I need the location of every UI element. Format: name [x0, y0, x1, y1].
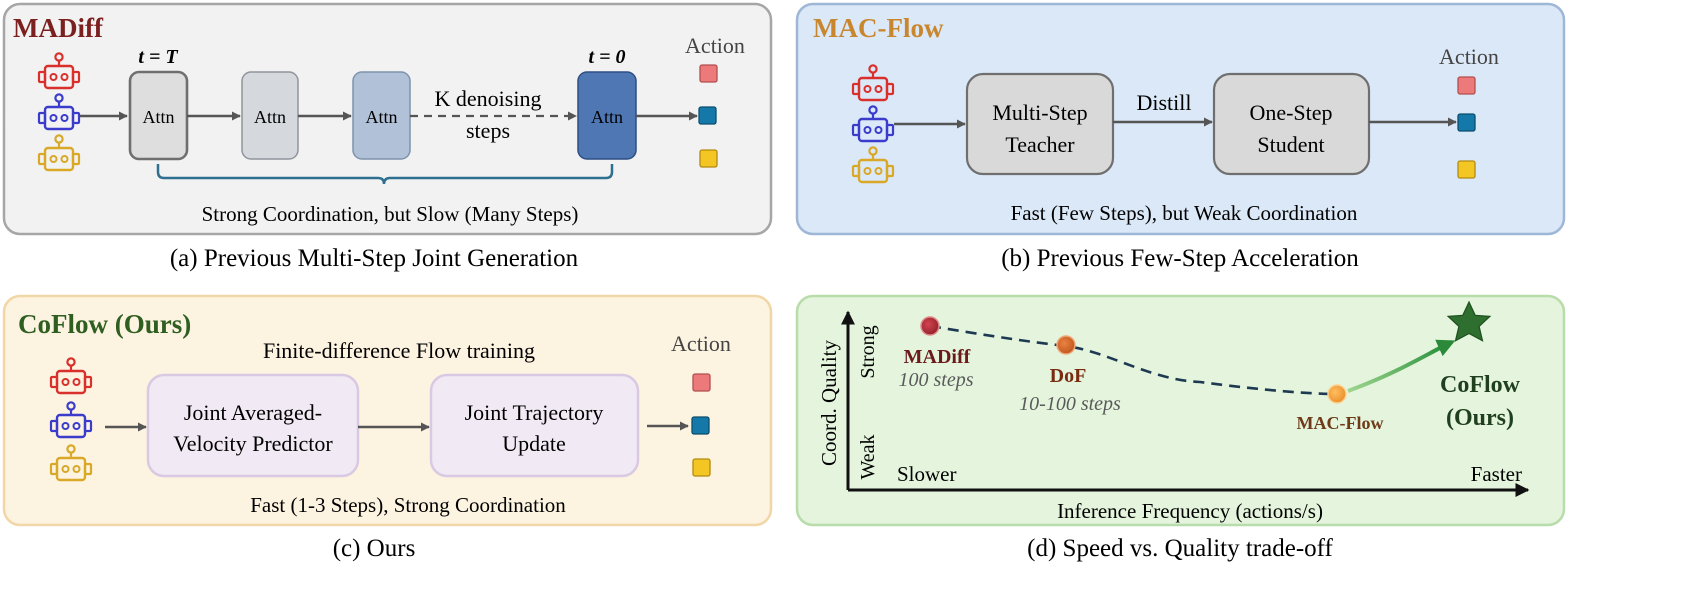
distill-label: Distill — [1136, 90, 1191, 115]
caption-b: (b) Previous Few-Step Acceleration — [1001, 245, 1359, 272]
update-label-line2: Update — [502, 431, 566, 456]
action-square-icon — [699, 64, 718, 83]
coflow-point-label-line1: CoFlow — [1440, 372, 1521, 398]
action-square-icon — [699, 149, 718, 168]
attn-label-final: Attn — [591, 107, 623, 127]
t-end-label: t = 0 — [589, 46, 626, 68]
tradeoff-curve — [929, 324, 1338, 396]
action-label-b: Action — [1439, 44, 1499, 69]
action-square-icon — [698, 106, 717, 125]
coordination-brace — [156, 164, 614, 185]
action-label-a: Action — [685, 33, 745, 58]
action-label-c: Action — [671, 331, 731, 356]
x-faster-label: Faster — [1471, 462, 1522, 486]
macflow-point-label: MAC-Flow — [1297, 413, 1384, 433]
predictor-label-line2: Velocity Predictor — [173, 431, 333, 456]
y-axis-label: Coord. Quality — [817, 340, 841, 466]
action-square-icon — [692, 373, 711, 392]
teacher-box — [965, 72, 1115, 176]
action-square-icon — [691, 416, 710, 435]
madiff-steps-label: 100 steps — [899, 369, 974, 391]
predictor-box — [146, 373, 360, 478]
caption-a: (a) Previous Multi-Step Joint Generation — [170, 245, 579, 272]
panel-b-summary: Fast (Few Steps), but Weak Coordination — [1011, 201, 1358, 225]
update-box — [429, 373, 640, 478]
panel-d: Coord. Quality Strong Weak Slower Faster… — [795, 294, 1566, 527]
predictor-label-line1: Joint Averaged- — [184, 400, 322, 425]
star-icon — [1446, 300, 1492, 342]
attn-label-1: Attn — [142, 107, 174, 127]
caption-d: (d) Speed vs. Quality trade-off — [1027, 535, 1333, 562]
dof-steps-label: 10-100 steps — [1019, 393, 1121, 415]
student-label-line1: One-Step — [1249, 100, 1332, 125]
coflow-point-label-line2: (Ours) — [1446, 405, 1514, 431]
y-strong-label: Strong — [857, 325, 879, 378]
panel-b-title: MAC-Flow — [813, 13, 944, 43]
panel-d-background — [795, 294, 1566, 527]
panel-b-background — [795, 2, 1566, 236]
action-square-icon — [1457, 76, 1476, 95]
x-slower-label: Slower — [897, 462, 957, 486]
update-label-line1: Joint Trajectory — [465, 400, 604, 425]
k-denoising-label: K denoising — [435, 86, 542, 111]
panel-c-subtitle: Finite-difference Flow training — [263, 338, 535, 363]
madiff-point-label: MADiff — [904, 346, 971, 368]
student-label-line2: Student — [1257, 132, 1324, 157]
student-box — [1212, 72, 1371, 176]
panel-c-title: CoFlow (Ours) — [18, 309, 191, 339]
attn-label-2: Attn — [254, 107, 286, 127]
caption-c: (c) Ours — [333, 535, 416, 562]
steps-label: steps — [466, 118, 510, 143]
teacher-label-line1: Multi-Step — [992, 100, 1087, 125]
panel-c: CoFlow (Ours) Finite-difference Flow tra… — [2, 294, 773, 527]
panel-a-title: MADiff — [13, 13, 104, 43]
t-start-label: t = T — [138, 46, 178, 68]
attn-label-3: Attn — [365, 107, 397, 127]
teacher-label-line2: Teacher — [1005, 132, 1075, 157]
point-madiff — [920, 316, 940, 336]
panel-a-summary: Strong Coordination, but Slow (Many Step… — [202, 202, 579, 226]
dof-point-label: DoF — [1050, 365, 1087, 387]
action-square-icon — [692, 458, 711, 477]
coflow-improvement-arrow — [1347, 339, 1456, 393]
y-weak-label: Weak — [857, 434, 879, 479]
action-square-icon — [1457, 160, 1476, 179]
point-macflow — [1327, 384, 1347, 404]
action-square-icon — [1457, 113, 1476, 132]
point-dof — [1056, 335, 1076, 355]
x-axis-label: Inference Frequency (actions/s) — [1057, 499, 1323, 523]
panel-b: MAC-Flow Multi-Step Teacher Distill One-… — [795, 2, 1566, 236]
panel-c-summary: Fast (1-3 Steps), Strong Coordination — [250, 493, 566, 517]
panel-a: MADiff t = T Attn Attn Attn K denoising … — [2, 2, 773, 236]
